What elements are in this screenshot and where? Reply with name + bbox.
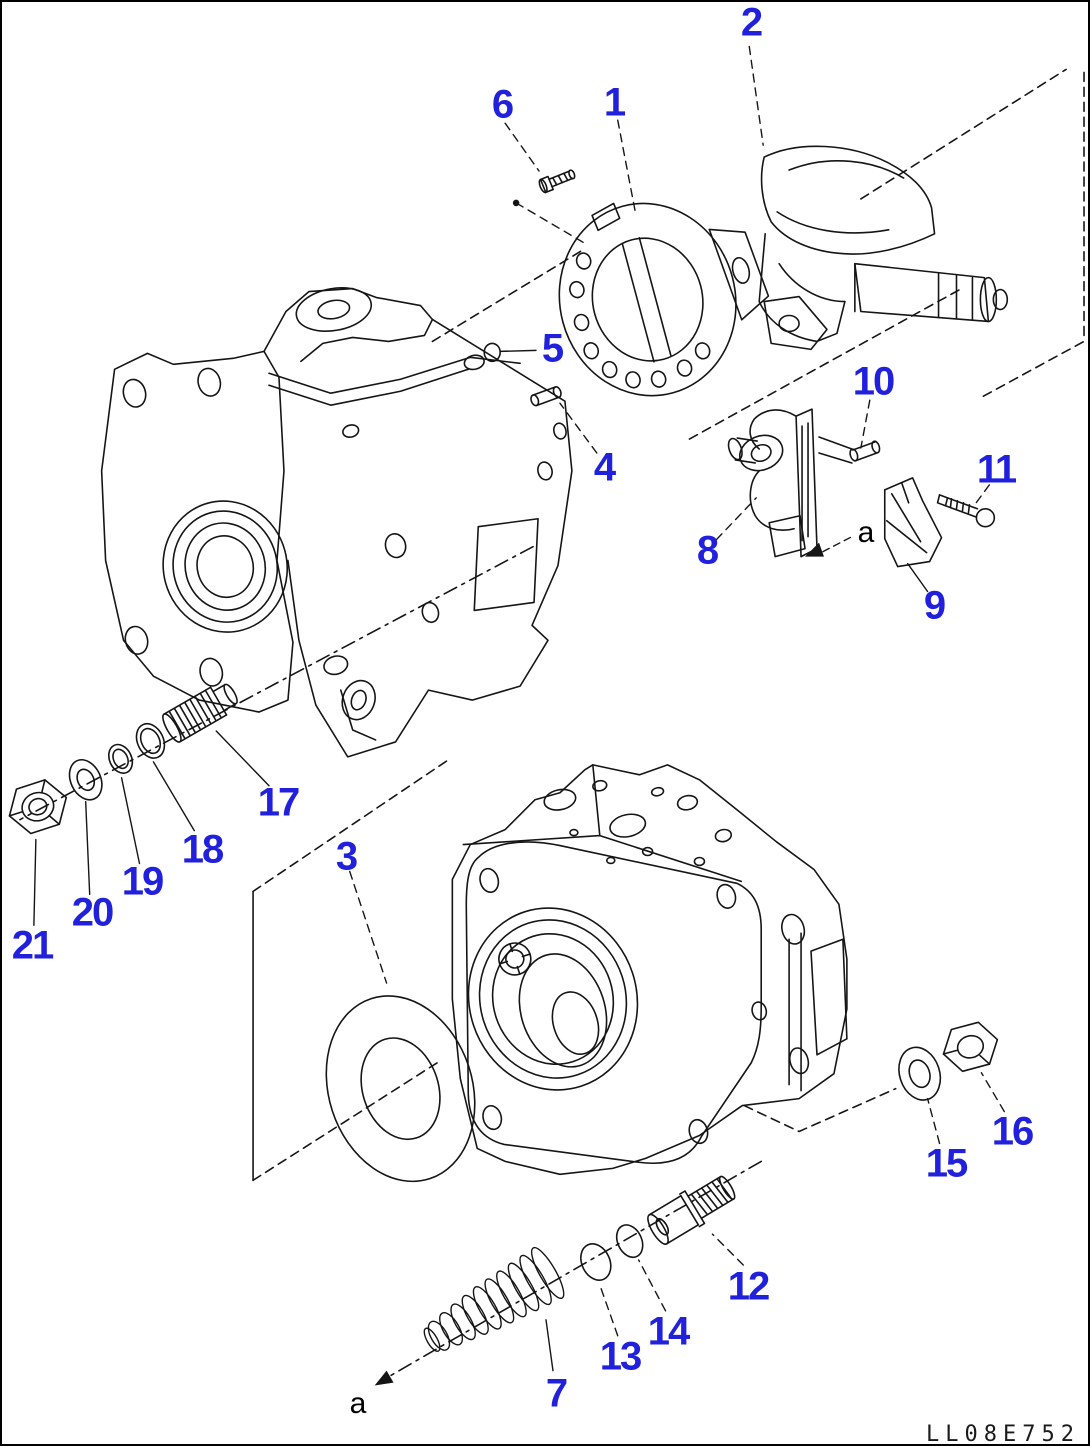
callout-15: 15 <box>925 1141 968 1186</box>
construction-lines <box>19 68 1085 1377</box>
washer-part15 <box>898 1046 942 1101</box>
pin-part4 <box>530 386 562 407</box>
screw-part11 <box>936 494 996 528</box>
nut-part21 <box>8 779 68 835</box>
view-marker-a-1: a <box>857 516 875 549</box>
ball-part5 <box>483 342 501 363</box>
drawing-number: LL08E752 <box>926 1422 1080 1446</box>
washer-part20 <box>68 759 103 801</box>
callout-13: 13 <box>599 1334 642 1379</box>
callout-20: 20 <box>71 890 114 935</box>
retainer-ring-part1 <box>558 202 770 397</box>
leader-lines <box>33 45 1006 1372</box>
callout-5: 5 <box>541 326 564 371</box>
front-housing <box>100 287 573 758</box>
callout-7: 7 <box>545 1371 568 1416</box>
view-marker-a-2: a <box>349 1387 367 1420</box>
gasket-part3 <box>252 759 476 1183</box>
ring-part19 <box>107 743 134 774</box>
callout-10: 10 <box>852 359 895 404</box>
callout-2: 2 <box>740 0 763 45</box>
callout-14: 14 <box>647 1309 690 1354</box>
oring-part14 <box>615 1224 644 1259</box>
callout-8: 8 <box>696 528 719 573</box>
section-arrows <box>374 542 824 1386</box>
callout-4: 4 <box>593 445 616 490</box>
callout-17: 17 <box>257 780 300 825</box>
callout-16: 16 <box>991 1109 1034 1154</box>
servo-bracket-part8 <box>727 408 853 558</box>
valve-part12 <box>647 1175 736 1245</box>
pin-part10 <box>849 440 881 462</box>
callout-12: 12 <box>727 1264 770 1309</box>
callout-3: 3 <box>335 834 358 879</box>
callout-6: 6 <box>491 82 514 127</box>
plug-part17 <box>162 683 238 743</box>
oring-part13 <box>580 1243 612 1281</box>
callout-9: 9 <box>923 583 946 628</box>
callout-19: 19 <box>121 859 164 904</box>
callout-18: 18 <box>181 827 224 872</box>
nut-part16 <box>942 1021 999 1073</box>
callout-11: 11 <box>976 447 1017 492</box>
ring-part18 <box>135 722 166 759</box>
callout-21: 21 <box>11 923 54 968</box>
swash-cradle-part2 <box>758 145 1009 351</box>
spring-part7 <box>423 1246 565 1352</box>
stopper-part9 <box>883 477 943 568</box>
bolt-part6 <box>538 169 576 194</box>
callout-1: 1 <box>603 80 626 125</box>
rear-pump-block <box>451 764 848 1176</box>
